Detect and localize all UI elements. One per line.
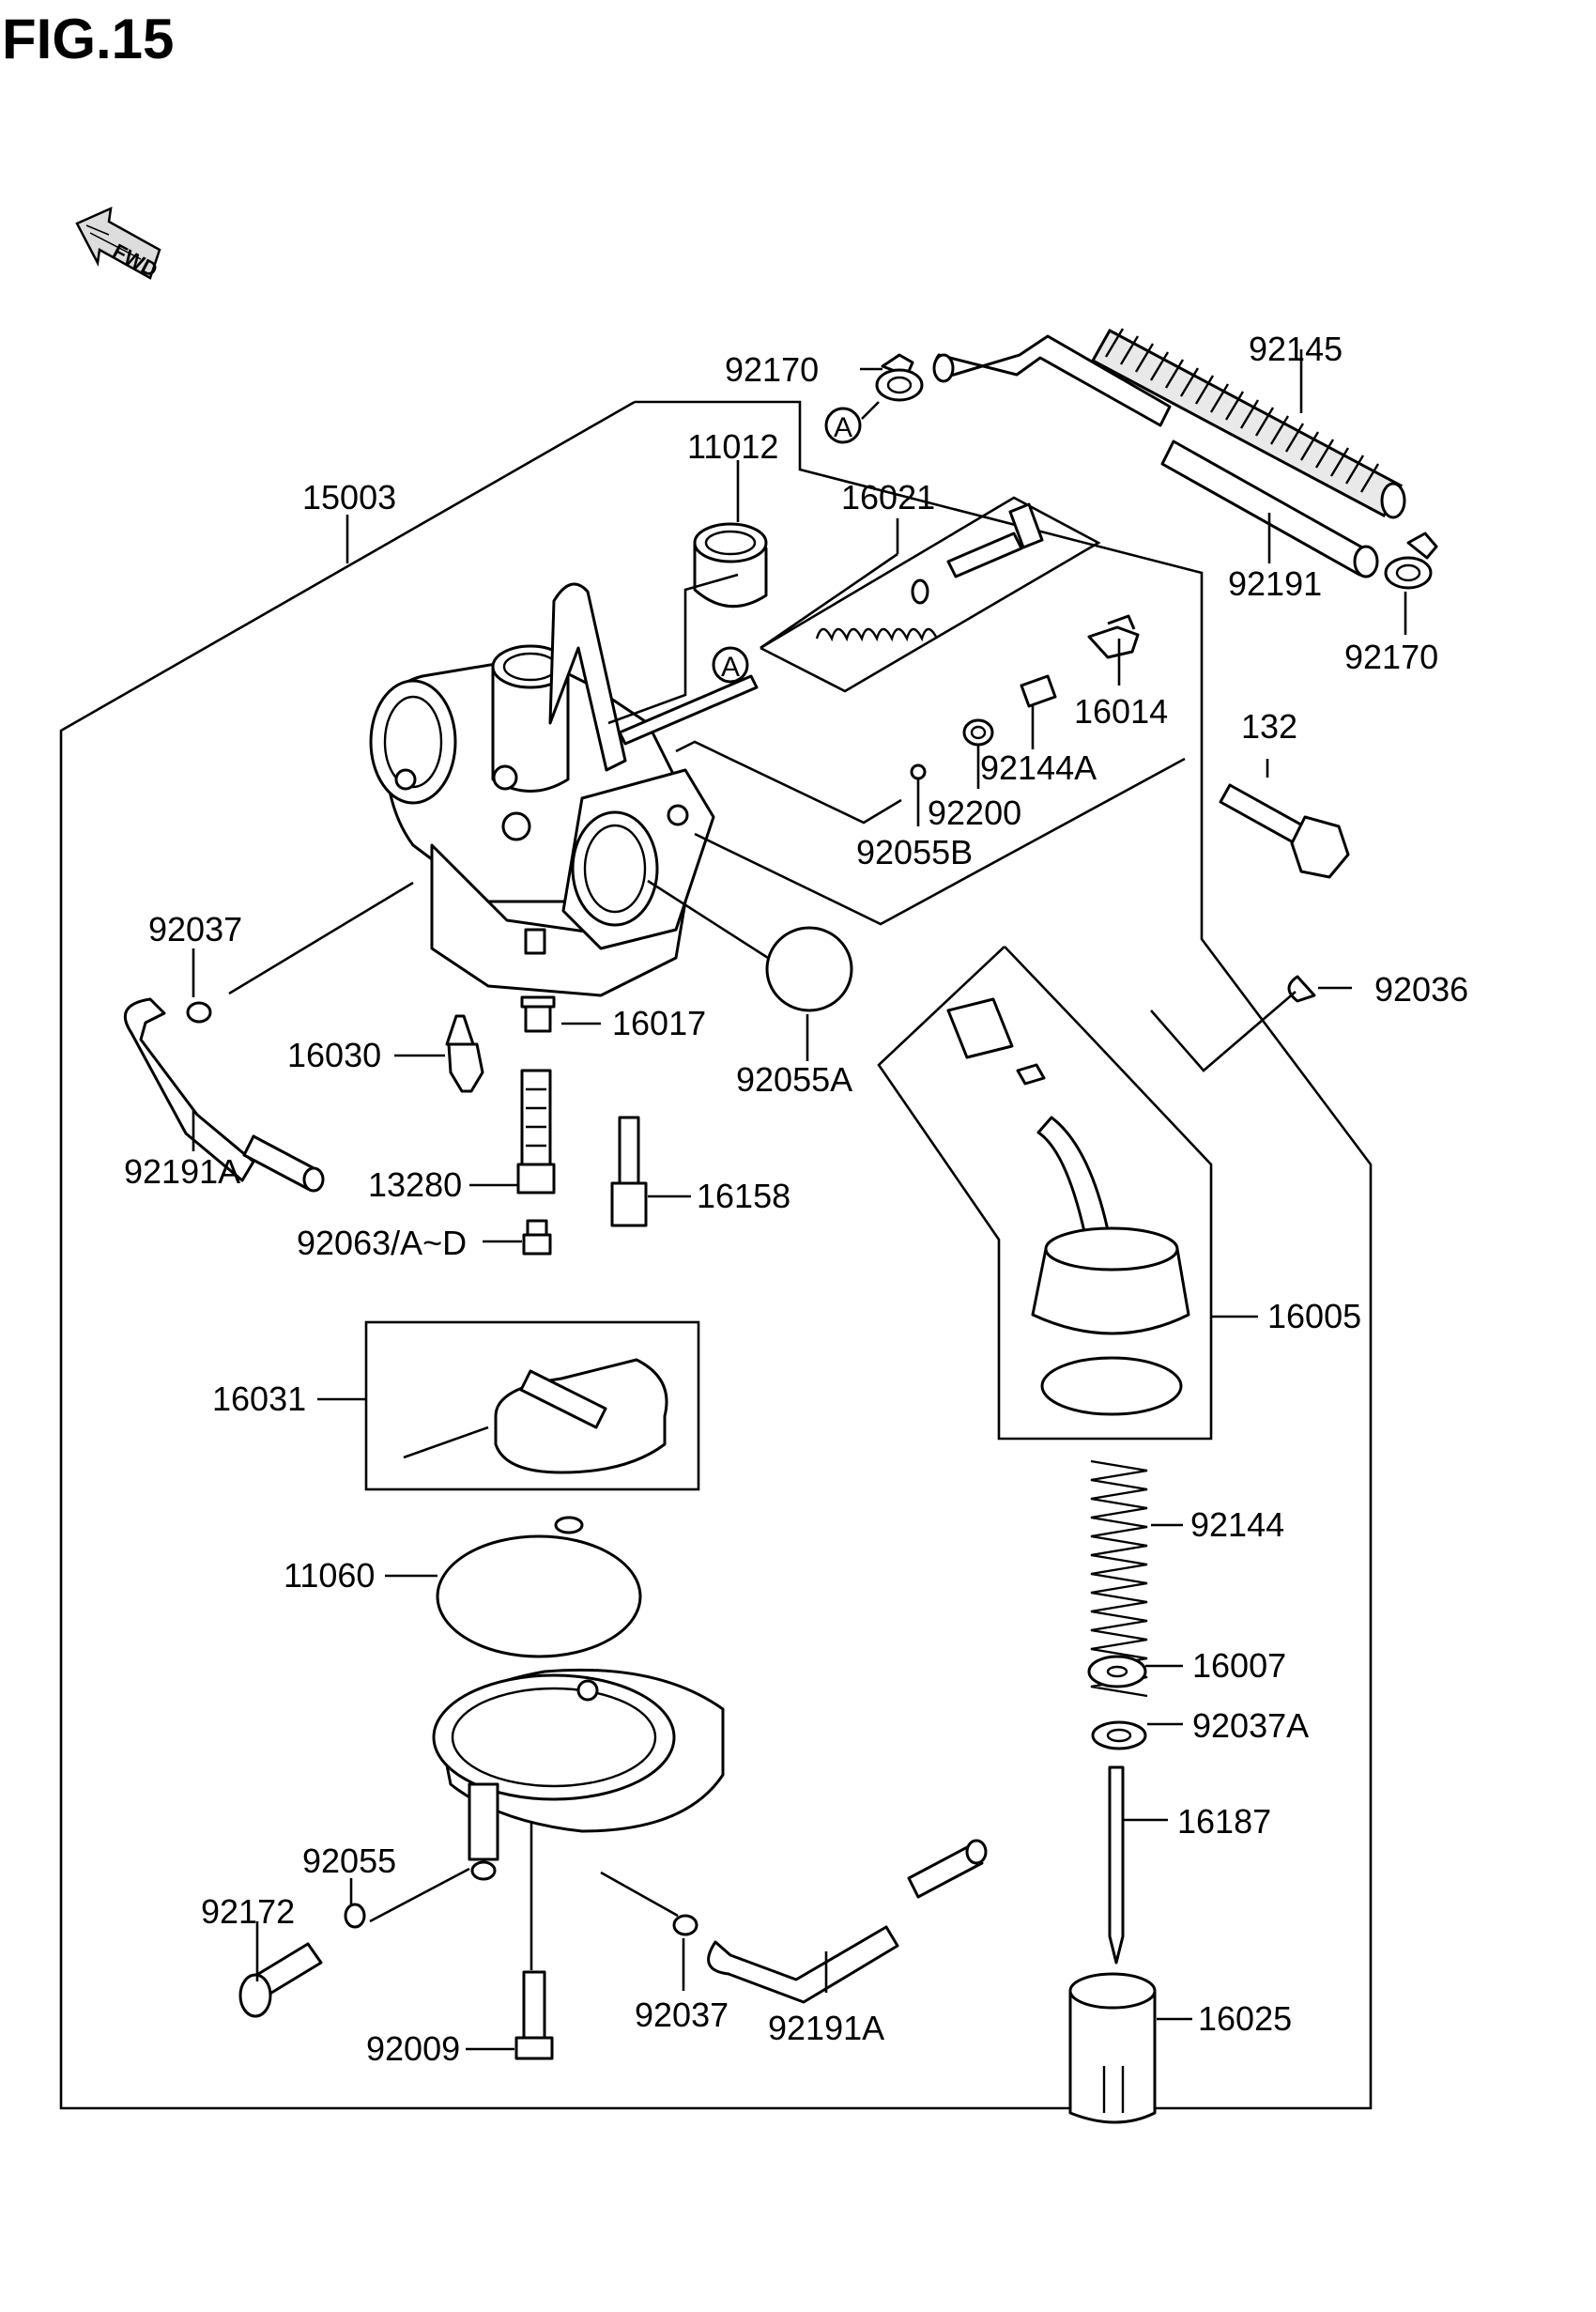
label-16158: 16158	[697, 1177, 790, 1215]
float-16031	[403, 1358, 668, 1474]
hose-92191A-bottom	[707, 1839, 988, 2004]
clamp-92037-bottom	[672, 1914, 698, 1936]
group-16021-outline	[760, 496, 1101, 693]
circle-ref-a-body: A	[712, 646, 749, 684]
label-92170-bottom: 92170	[1344, 638, 1438, 676]
label-16007: 16007	[1192, 1646, 1286, 1685]
slide-cap-16005	[946, 997, 1190, 1416]
cap-11012	[693, 522, 768, 609]
label-92200: 92200	[928, 794, 1021, 832]
needle-valve-16030	[445, 1014, 484, 1093]
float-bowl	[432, 1668, 725, 1881]
label-92145: 92145	[1249, 330, 1343, 368]
ref-a-body-text: A	[721, 652, 740, 683]
label-16030: 16030	[287, 1036, 381, 1074]
clamp-92037-top	[186, 1001, 212, 1024]
clip-92037A	[1091, 1720, 1147, 1750]
label-92055A: 92055A	[736, 1060, 852, 1099]
label-15003: 15003	[302, 478, 396, 516]
gasket-11060	[436, 1516, 642, 1658]
label-16021: 16021	[841, 478, 935, 516]
label-16031: 16031	[212, 1379, 306, 1418]
screw-92009	[514, 1970, 554, 2060]
spring-92144A	[1020, 674, 1057, 708]
bolt-132	[1219, 783, 1350, 879]
clip-92036	[1287, 975, 1316, 1003]
ref-a-top-text: A	[834, 412, 852, 443]
washer-92200	[962, 718, 994, 747]
label-16187: 16187	[1177, 1802, 1271, 1841]
label-13280: 13280	[368, 1165, 462, 1204]
oring-92055B	[910, 763, 927, 780]
jet-92063	[522, 1219, 552, 1256]
carburetor-body-15003	[369, 582, 759, 997]
jet-needle-16187	[1108, 1765, 1125, 1965]
spring-92144	[1090, 1459, 1148, 1698]
label-16025: 16025	[1198, 1999, 1292, 2038]
clamp-92170-bottom	[1384, 532, 1438, 590]
seat-16007	[1087, 1655, 1147, 1688]
screw-16014	[1087, 614, 1140, 659]
label-92191: 92191	[1228, 564, 1322, 603]
label-92055B: 92055B	[856, 833, 973, 871]
label-92191A-left: 92191A	[124, 1152, 240, 1191]
hose-spring-92145	[1090, 328, 1406, 519]
oring-92055A	[765, 926, 853, 1012]
group-16005-outline	[877, 946, 1213, 1441]
label-92172: 92172	[201, 1892, 295, 1931]
label-92009: 92009	[366, 2029, 460, 2068]
group-16031-box	[364, 1320, 700, 1491]
label-132: 132	[1241, 707, 1297, 746]
needle-jet-13280	[516, 1069, 556, 1195]
spring-16021	[815, 502, 1044, 642]
figure-title: FIG.15	[2, 8, 174, 70]
clamp-92170-top	[875, 353, 924, 402]
label-11060: 11060	[284, 1556, 375, 1595]
label-92063: 92063/A~D	[297, 1224, 467, 1262]
label-92037-top: 92037	[148, 910, 242, 948]
hose-92191A-left	[123, 997, 325, 1193]
label-11012: 11012	[687, 427, 778, 466]
assembly-outline	[59, 400, 1373, 2110]
screw-92172	[238, 1942, 323, 2018]
label-16005: 16005	[1267, 1297, 1361, 1335]
label-92170-top: 92170	[725, 350, 819, 389]
label-92191A-bottom: 92191A	[768, 2009, 884, 2047]
jet-16017	[520, 995, 556, 1033]
label-92055: 92055	[302, 1842, 396, 1880]
label-92144: 92144	[1190, 1505, 1284, 1544]
label-92037A: 92037A	[1192, 1706, 1309, 1745]
label-92144A: 92144A	[980, 748, 1097, 787]
label-16017: 16017	[612, 1004, 706, 1042]
throttle-valve-16025	[1068, 1972, 1157, 2124]
label-92036: 92036	[1374, 970, 1468, 1009]
leader-lines	[192, 349, 1407, 2051]
jet-16158	[610, 1116, 648, 1227]
hose-92191	[932, 334, 1379, 578]
label-16014: 16014	[1074, 692, 1168, 731]
fwd-arrow-icon: FWD	[75, 206, 161, 282]
oring-92055	[344, 1903, 366, 1929]
label-92037-bottom: 92037	[635, 1996, 729, 2034]
circle-ref-a-top: A	[824, 407, 862, 444]
